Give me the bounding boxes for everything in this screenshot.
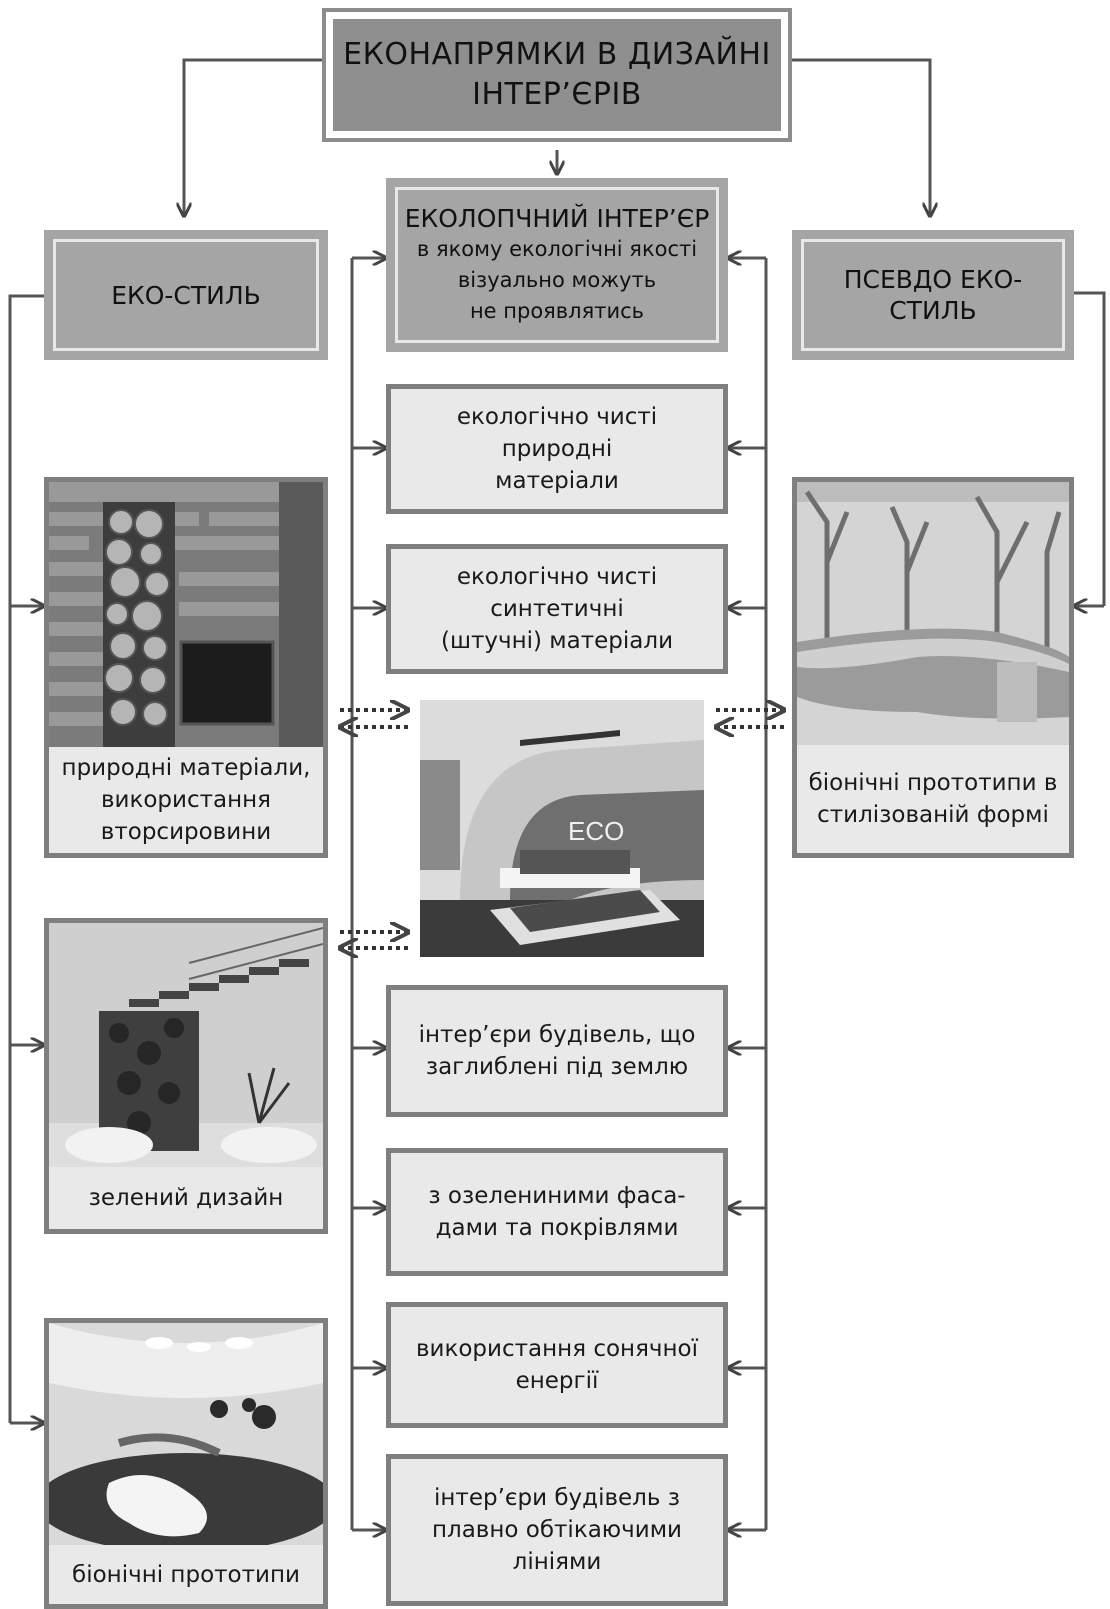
caption-green-design: зелений дизайн bbox=[88, 1185, 284, 1211]
center-item-flowing-lines: інтер’єри будівель з плавно обтікаючими … bbox=[386, 1454, 728, 1606]
card-bionic-prototypes: біонічні прототипи bbox=[44, 1318, 328, 1609]
green-wall-staircase-photo bbox=[49, 923, 323, 1167]
card-natural-materials: природні матеріали, використання вторсир… bbox=[44, 477, 328, 858]
ecological-interior-subtitle: в якому екологічні якості візуально можу… bbox=[416, 237, 698, 323]
title-box: ЕКОНАПРЯМКИ В ДИЗАЙНІ ІНТЕР’ЄРІВ bbox=[322, 8, 792, 142]
center-item-green-facades: з озелениними фаса- дами та покрівлями bbox=[386, 1148, 728, 1276]
eco-bedroom-photo: ECO bbox=[420, 700, 704, 957]
arrow-top-to-left bbox=[184, 58, 322, 216]
eco-style-label: ЕКО-СТИЛЬ bbox=[111, 280, 261, 310]
center-item-natural-materials: екологічно чисті природні матеріали bbox=[386, 384, 728, 514]
log-wall-fireplace-photo bbox=[49, 482, 323, 747]
organic-interior-photo bbox=[49, 1323, 323, 1545]
tree-branch-dining-photo bbox=[797, 482, 1069, 745]
ecological-interior-title: ЕКОЛОПЧНИЙ ІНТЕР’ЄР bbox=[404, 204, 710, 233]
left-spine bbox=[8, 294, 44, 1423]
center-item-underground-buildings: інтер’єри будівель, що заглиблені під зе… bbox=[386, 985, 728, 1117]
arrow-top-to-right bbox=[792, 58, 930, 216]
ecological-interior-box: ЕКОЛОПЧНИЙ ІНТЕР’ЄР в якому екологічні я… bbox=[386, 178, 728, 352]
title-line-2: ІНТЕР’ЄРІВ bbox=[472, 77, 642, 112]
eco-sign: ECO bbox=[568, 816, 624, 846]
center-item-solar-energy: використання сонячної енергії bbox=[386, 1302, 728, 1428]
eco-style-box: ЕКО-СТИЛЬ bbox=[44, 230, 328, 360]
caption-bionic-prototypes: біонічні прототипи bbox=[72, 1561, 300, 1588]
caption-natural-materials: природні матеріали, використання вторсир… bbox=[61, 755, 311, 845]
right-spine bbox=[1074, 291, 1106, 606]
pseudo-eco-style-label: ПСЕВДО ЕКО-СТИЛЬ bbox=[843, 265, 1023, 325]
center-item-synthetic-materials: екологічно чисті синтетичні (штучні) мат… bbox=[386, 544, 728, 674]
pseudo-eco-style-box: ПСЕВДО ЕКО-СТИЛЬ bbox=[792, 230, 1074, 360]
card-green-design: зелений дизайн bbox=[44, 918, 328, 1234]
caption-stylized-bionic: біонічні прототипи в стилізованій формі bbox=[808, 770, 1058, 828]
card-stylized-bionic: біонічні прототипи в стилізованій формі bbox=[792, 477, 1074, 858]
title-line-1: ЕКОНАПРЯМКИ В ДИЗАЙНІ bbox=[343, 37, 771, 72]
